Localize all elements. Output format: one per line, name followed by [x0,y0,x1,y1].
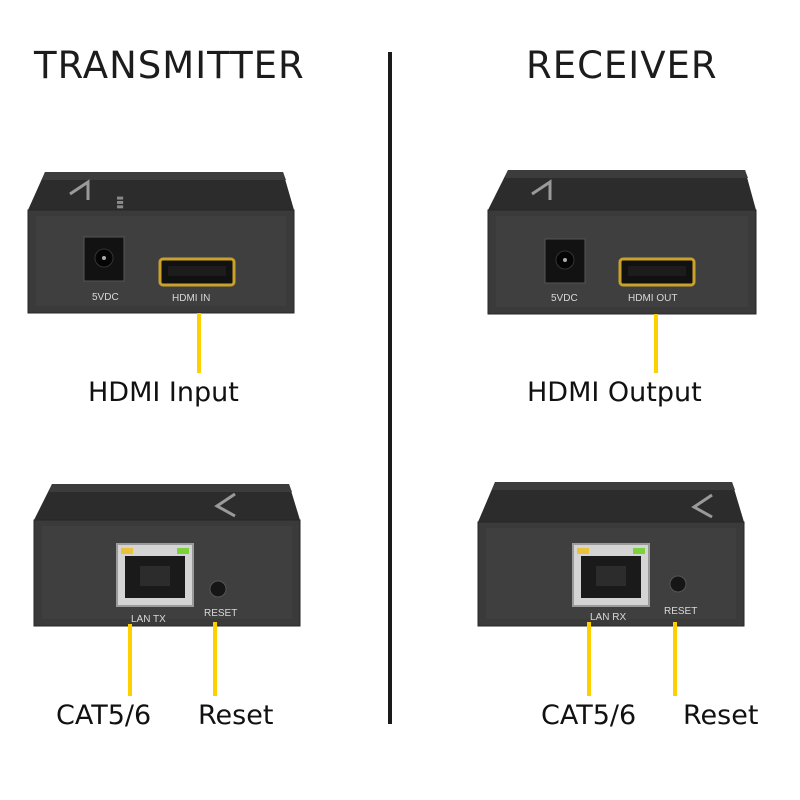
reset-leader-line [213,622,217,696]
device-top-highlight [42,172,286,180]
hdmi-port-label: HDMI IN [172,293,210,304]
reset-label: RESET [204,608,237,619]
brand-logo-mark [214,492,236,518]
cat-cable-callout: CAT5/6 [56,700,152,731]
status-led [577,548,589,554]
status-led [633,548,645,554]
hdmi-port-label: HDMI OUT [628,293,677,304]
power-label: 5VDC [92,292,119,303]
reset-callout: Reset [683,700,759,731]
device-top-face [478,482,744,522]
reset-callout: Reset [198,700,274,731]
reset-button [209,580,227,598]
section-divider [388,52,392,724]
power-label: 5VDC [551,293,578,304]
transmitter-title: TRANSMITTER [34,44,305,87]
reset-label: RESET [664,606,697,617]
device-top-face [34,484,300,520]
hdmi-output-leader-line [654,314,658,373]
cat-cable-leader-line [587,622,591,696]
cat-cable-callout: CAT5/6 [541,700,637,731]
reset-leader-line [673,622,677,696]
brand-logo-mark [69,179,90,200]
svg-text:▮▮▮: ▮▮▮ [116,196,125,209]
lan-port-label: LAN RX [590,612,626,623]
brand-logo-mark [531,179,552,200]
brand-logo-mark [691,493,713,519]
receiver-title: RECEIVER [526,44,718,87]
reset-button [669,575,687,593]
lan-port-label: LAN TX [131,614,166,625]
cat-cable-leader-line [128,624,132,696]
hdmi-input-leader-line [197,313,201,373]
hdmi-output-callout: HDMI Output [527,377,702,408]
device-top-face [28,172,294,210]
status-led [121,548,133,554]
hdmi-input-callout: HDMI Input [88,377,239,408]
device-top-face [488,170,756,210]
status-led [177,548,189,554]
